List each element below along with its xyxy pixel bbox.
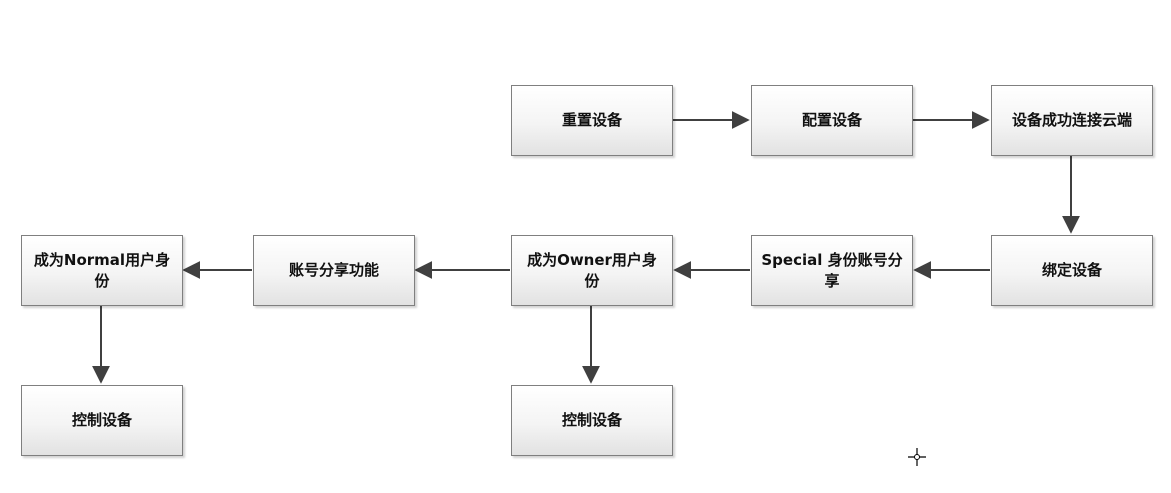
node-bind-device[interactable]: 绑定设备 — [991, 235, 1153, 306]
node-become-normal[interactable]: 成为Normal用户身份 — [21, 235, 183, 306]
node-configure-device[interactable]: 配置设备 — [751, 85, 913, 156]
node-device-connected-cloud[interactable]: 设备成功连接云端 — [991, 85, 1153, 156]
node-label: 成为Owner用户身份 — [527, 250, 657, 290]
node-label: 控制设备 — [561, 411, 622, 429]
node-label: 绑定设备 — [1041, 261, 1102, 279]
node-control-device-owner[interactable]: 控制设备 — [511, 385, 673, 456]
node-label: Special 身份账号分享 — [761, 250, 903, 290]
node-label: 重置设备 — [561, 111, 622, 129]
node-label: 配置设备 — [801, 111, 862, 129]
node-become-owner[interactable]: 成为Owner用户身份 — [511, 235, 673, 306]
node-share-feature[interactable]: 账号分享功能 — [253, 235, 415, 306]
node-label: 控制设备 — [71, 411, 132, 429]
node-label: 账号分享功能 — [288, 261, 379, 279]
crosshair-cursor-icon — [908, 448, 926, 466]
node-special-share[interactable]: Special 身份账号分享 — [751, 235, 913, 306]
node-label: 设备成功连接云端 — [1011, 111, 1132, 129]
node-label: 成为Normal用户身份 — [33, 250, 171, 290]
node-control-device-normal[interactable]: 控制设备 — [21, 385, 183, 456]
node-reset-device[interactable]: 重置设备 — [511, 85, 673, 156]
